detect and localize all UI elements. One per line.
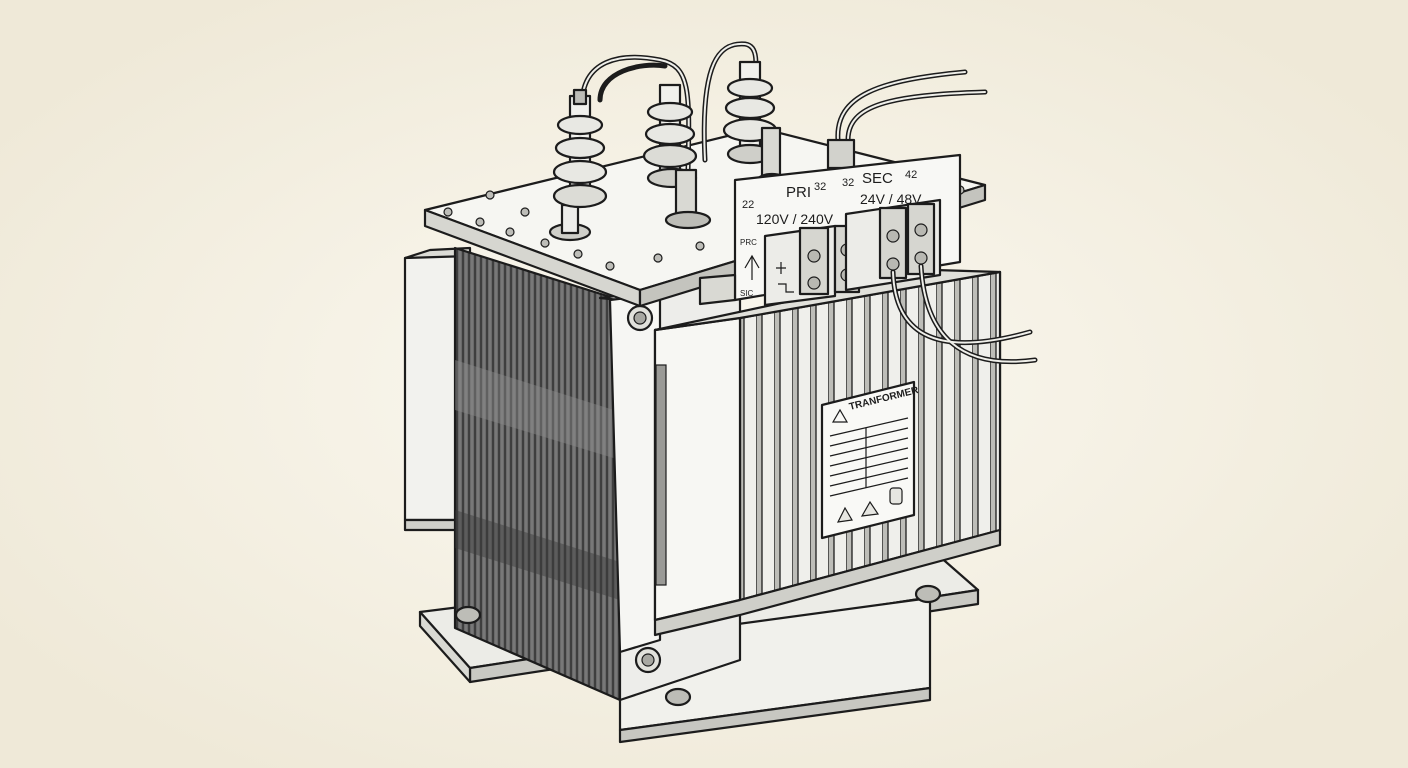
secondary-voltage-label: 24V / 48V bbox=[860, 191, 922, 207]
left-coil bbox=[403, 246, 472, 532]
hazard-icon bbox=[836, 506, 853, 523]
side-top-label: PRC bbox=[740, 238, 757, 247]
bushing-right bbox=[722, 60, 856, 188]
terminal-mid-number-a: 32 bbox=[814, 181, 826, 193]
primary-voltage-label: 120V / 240V bbox=[756, 211, 834, 227]
shock-icon bbox=[860, 500, 880, 517]
bushing-left bbox=[548, 88, 608, 242]
frame-bolts bbox=[454, 304, 942, 707]
secondary-terminal-block bbox=[844, 198, 942, 292]
coil-symbol-icon bbox=[776, 262, 794, 293]
terminal-mid-number-b: 32 bbox=[842, 177, 854, 189]
nameplate: TRANFORMER bbox=[820, 380, 920, 540]
warning-icon bbox=[831, 408, 849, 423]
laminated-core bbox=[453, 246, 622, 702]
bushing-middle bbox=[642, 83, 712, 230]
terminal-left-number: 22 bbox=[742, 199, 754, 211]
certification-icon bbox=[889, 487, 903, 505]
terminal-right-number: 42 bbox=[905, 169, 917, 181]
wiring-symbol-icon bbox=[744, 254, 760, 280]
terminal-sec-label: SEC bbox=[862, 170, 893, 187]
terminal-pri-label: PRI bbox=[786, 184, 811, 201]
side-bottom-label: SIC bbox=[740, 289, 754, 298]
